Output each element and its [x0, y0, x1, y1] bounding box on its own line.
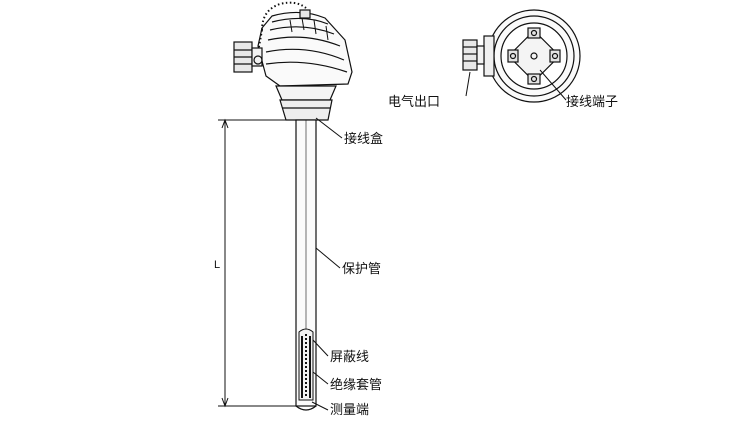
- protection-tube-label: 保护管: [342, 262, 381, 277]
- junction-box-label: 接线盒: [344, 131, 383, 147]
- length-dimension: [218, 118, 296, 408]
- shielded-wire-label: 屏蔽线: [330, 350, 369, 365]
- length-label: L: [214, 259, 220, 271]
- insulating-sleeve-label: 绝缘套管: [330, 377, 382, 393]
- electrical-outlet-label: 电气出口: [388, 94, 440, 110]
- junction-box-head: [233, 1, 353, 121]
- insulating-sleeve: [298, 328, 314, 401]
- leader-lines: [311, 117, 343, 411]
- top-view-head: [462, 9, 581, 103]
- measuring-end-label: 测量端: [330, 403, 369, 418]
- terminal-block-label: 接线端子: [566, 94, 618, 110]
- top-view-leaders: [465, 69, 567, 101]
